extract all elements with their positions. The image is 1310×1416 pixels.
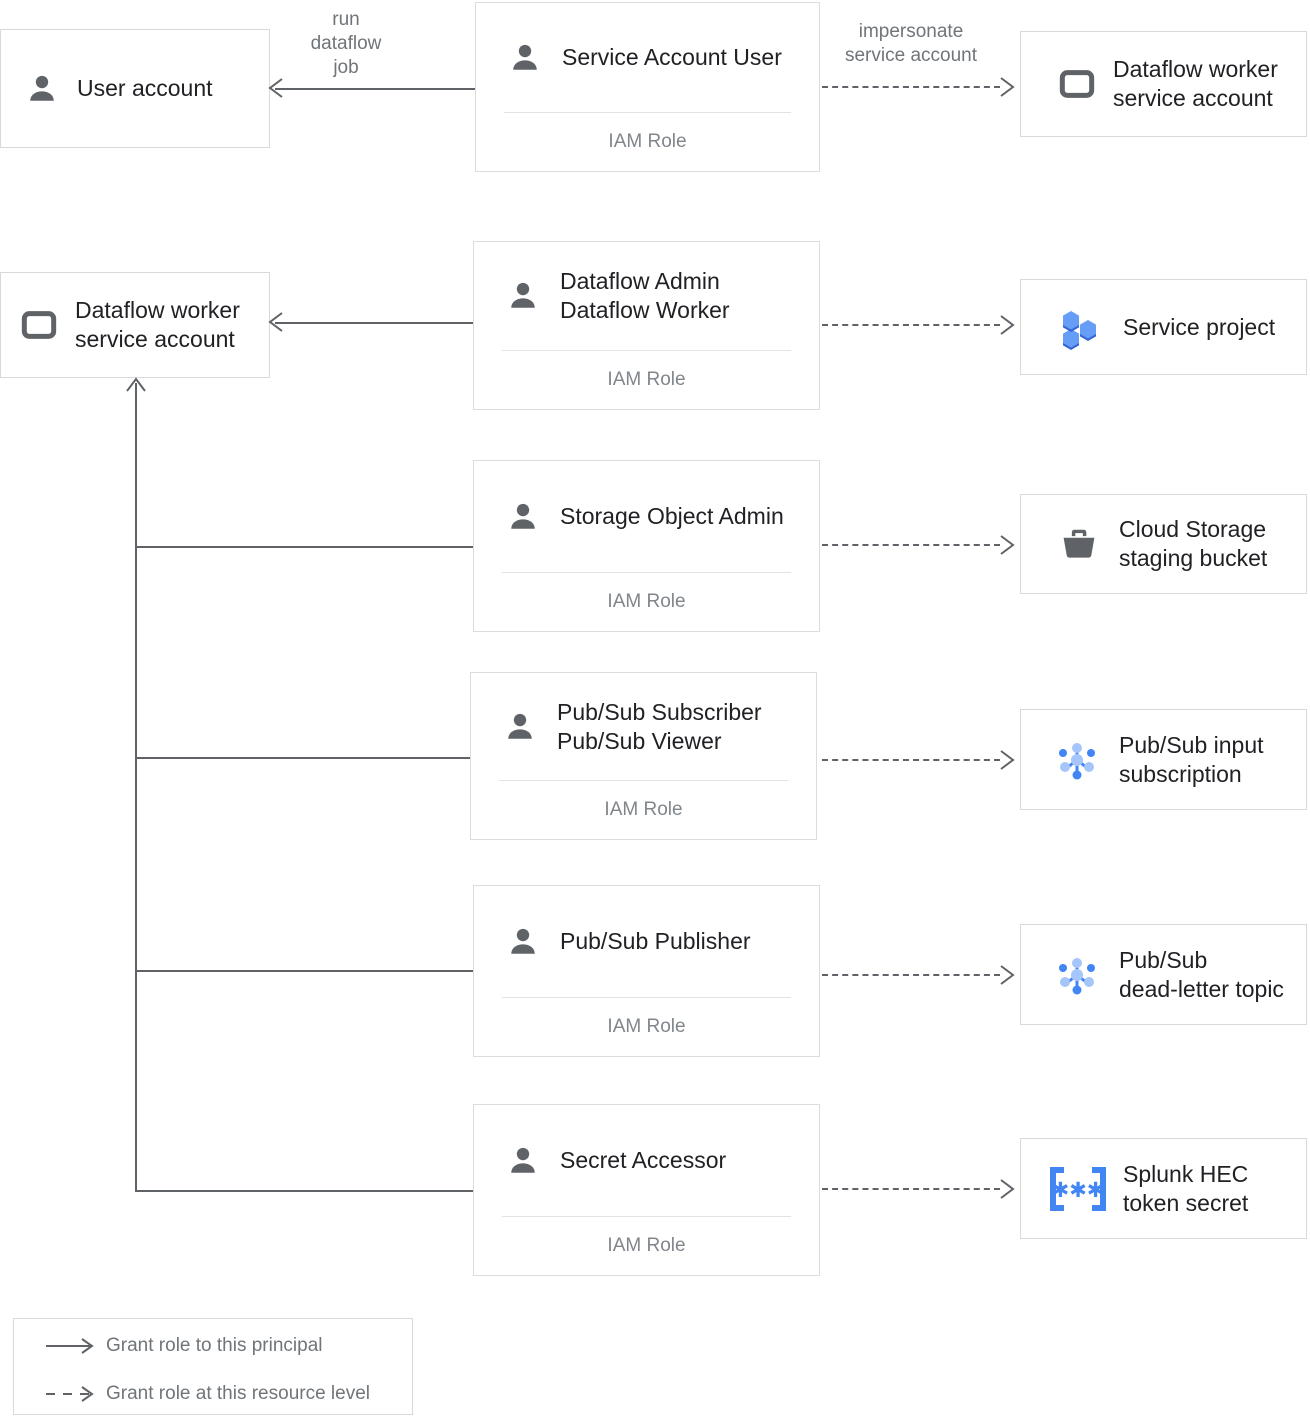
arrowhead-right-row4 [998,749,1016,776]
person-icon [504,1142,542,1180]
pubsub-icon [1051,949,1103,1001]
card-service-account-user: Service Account User IAM Role [475,2,820,172]
project-hexagons-icon [1057,303,1105,351]
node-service-project: Service project [1020,279,1307,375]
node-cloud-storage-bucket: Cloud Storage staging bucket [1020,494,1307,594]
edge-label-run-dataflow-job: run dataflow job [310,9,382,78]
node-pubsub-input-subscription: Pub/Sub input subscription [1020,709,1307,810]
legend-label: Grant role at this resource level [106,1383,371,1404]
arrowhead-right-row5 [998,964,1016,991]
node-label: User account [77,75,213,101]
legend-item: Grant role at this resource level [14,1370,412,1416]
card-footer: IAM Role [607,369,686,390]
storage-bucket-icon [1057,522,1101,566]
person-icon [23,70,61,108]
card-pubsub-subscriber: Pub/Sub Subscriber Pub/Sub Viewer IAM Ro… [470,672,817,840]
card-roles: Pub/Sub Publisher [560,928,751,954]
arrowhead-right-row1 [998,76,1016,103]
card-roles: Pub/Sub Subscriber Pub/Sub Viewer [557,698,762,754]
node-label: Splunk HEC token secret [1123,1160,1249,1216]
solid-arrow-icon [44,1337,106,1355]
secret-icon: ✱✱✱ [1047,1164,1109,1214]
connector-solid-row1 [275,88,475,90]
dashed-arrow-icon [44,1385,106,1403]
card-footer: IAM Role [604,799,683,820]
person-icon [504,498,542,536]
card-roles: Secret Accessor [560,1147,727,1173]
card-storage-object-admin: Storage Object Admin IAM Role [473,460,820,632]
card-divider [504,112,791,113]
node-splunk-hec-token-secret: ✱✱✱ Splunk HEC token secret [1020,1138,1307,1239]
arrowhead-left-row1 [268,77,284,104]
node-label: Pub/Sub input subscription [1119,731,1264,787]
connector-dashed-row1 [822,86,1000,88]
arrowhead-up-bus [125,377,147,398]
service-account-icon [1057,64,1097,104]
legend: Grant role to this principal Grant role … [13,1318,413,1415]
connector-solid-row4 [135,757,475,759]
person-icon [504,923,542,961]
person-icon [501,708,539,746]
node-label: Dataflow worker service account [1113,56,1278,111]
card-divider [502,350,791,351]
legend-item: Grant role to this principal [14,1322,412,1370]
connector-solid-row5 [135,970,475,972]
connector-solid-row3 [135,546,475,548]
connector-solid-row6 [135,1190,475,1192]
node-dataflow-worker-sa-top: Dataflow worker service account [1020,31,1307,137]
legend-label: Grant role to this principal [106,1335,323,1356]
node-user-account: User account [0,29,270,148]
card-footer: IAM Role [607,591,686,612]
arrowhead-left-row2 [268,311,284,338]
card-dataflow-admin-worker: Dataflow Admin Dataflow Worker IAM Role [473,241,820,410]
card-roles: Service Account User [562,44,782,70]
node-label: Service project [1123,313,1276,340]
card-pubsub-publisher: Pub/Sub Publisher IAM Role [473,885,820,1057]
arrowhead-right-row2 [998,314,1016,341]
card-roles: Dataflow Admin Dataflow Worker [560,268,730,323]
node-pubsub-dead-letter-topic: Pub/Sub dead-letter topic [1020,924,1307,1025]
card-footer: IAM Role [608,131,687,152]
connector-dashed-row3 [822,544,1000,546]
card-divider [502,997,791,998]
pubsub-icon [1051,734,1103,786]
node-dataflow-worker-sa-left: Dataflow worker service account [0,272,270,378]
arrowhead-right-row6 [998,1178,1016,1205]
card-footer: IAM Role [607,1016,686,1037]
person-icon [506,39,544,77]
person-icon [504,277,542,315]
connector-dashed-row2 [822,324,1000,326]
svg-text:✱✱✱: ✱✱✱ [1052,1178,1105,1202]
edge-label-impersonate: impersonate service account [844,21,977,66]
service-account-icon [19,305,59,345]
card-divider [502,1216,791,1217]
node-label: Pub/Sub dead-letter topic [1119,946,1284,1002]
connector-dashed-row5 [822,974,1000,976]
connector-dashed-row4 [822,759,1000,761]
card-divider [499,780,788,781]
connector-solid-row2 [275,322,473,324]
card-divider [502,572,791,573]
card-roles: Storage Object Admin [560,503,784,529]
node-label: Cloud Storage staging bucket [1119,516,1268,571]
connector-vertical-bus [135,383,137,1191]
connector-dashed-row6 [822,1188,1000,1190]
arrowhead-right-row3 [998,534,1016,561]
card-footer: IAM Role [607,1235,686,1256]
node-label: Dataflow worker service account [75,297,240,352]
card-secret-accessor: Secret Accessor IAM Role [473,1104,820,1276]
